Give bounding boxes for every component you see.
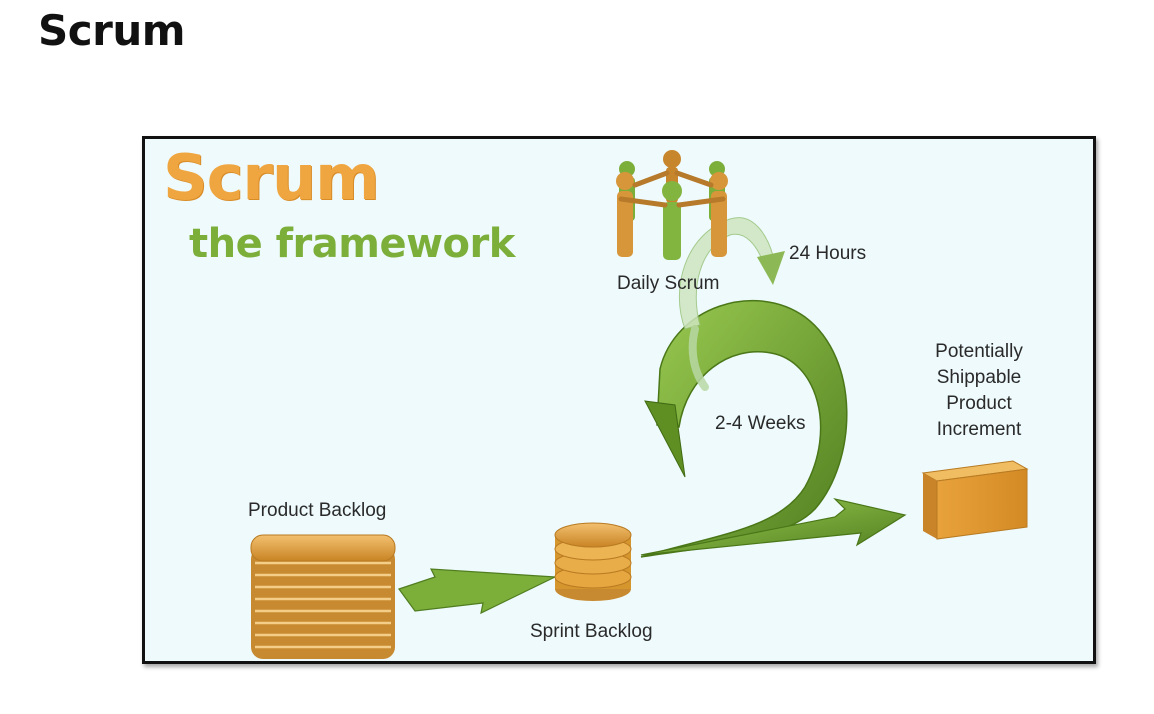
logo-scrum: Scrum (163, 141, 380, 214)
daily-scrum-label: Daily Scrum (617, 273, 720, 294)
weeks-label: 2-4 Weeks (715, 413, 806, 434)
increment-label-line: Potentially (935, 341, 1023, 362)
scrum-framework-diagram: Scrum the framework Daily Scrum 24 Hours… (142, 136, 1096, 664)
people-circle-icon (616, 150, 728, 260)
product-backlog-label: Product Backlog (248, 500, 387, 521)
hours-label: 24 Hours (789, 243, 867, 264)
sprint-backlog-stack-icon (554, 522, 632, 601)
increment-box-icon (921, 460, 1029, 540)
slide-title: Scrum (38, 6, 186, 55)
backlog-to-sprint-arrow (398, 568, 558, 615)
increment-label-line: Shippable (936, 367, 1022, 388)
logo-subtitle: the framework (189, 221, 515, 267)
sprint-backlog-label: Sprint Backlog (530, 621, 653, 642)
increment-label: Potentially Shippable Product Increment (923, 339, 1035, 443)
increment-label-line: Increment (936, 419, 1022, 440)
diagram-graphics (250, 150, 1029, 659)
product-backlog-stack-icon (250, 534, 396, 659)
increment-label-line: Product (946, 393, 1012, 414)
daily-scrum-loop (678, 217, 785, 391)
